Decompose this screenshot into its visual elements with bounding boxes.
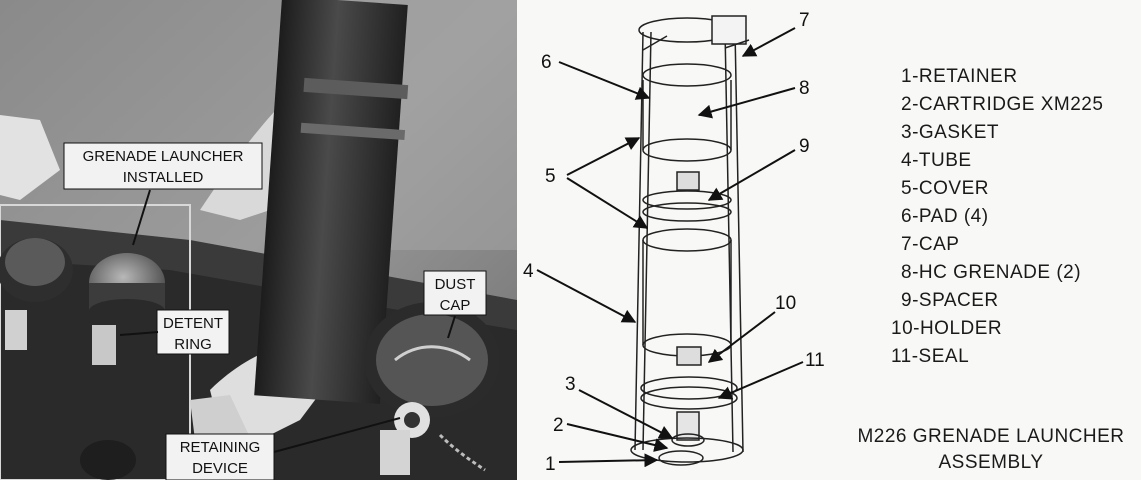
callout-dust-line2: CAP <box>440 297 471 314</box>
caption-line2: ASSEMBLY <box>938 452 1043 473</box>
leader-6 <box>558 61 651 100</box>
leader-1 <box>558 453 659 468</box>
leader-10 <box>707 311 776 363</box>
legend-item: 6-PAD (4) <box>901 206 989 227</box>
leader-9 <box>707 149 796 201</box>
leader-4 <box>536 269 637 323</box>
holder-block <box>676 346 702 366</box>
callout-grenade-line2: INSTALLED <box>123 169 204 186</box>
parts-legend: 1-RETAINER 2-CARTRIDGE XM225 3-GASKET 4-… <box>891 66 1103 367</box>
diagram-panel: 7 6 8 9 5 4 10 11 3 2 1 1-RETAINER 2-CAR… <box>517 0 1141 480</box>
callout-grenade-line1: GRENADE LAUNCHER <box>83 148 244 165</box>
legend-item: 11-SEAL <box>891 346 969 367</box>
seal <box>640 376 738 400</box>
part-number-8: 8 <box>799 78 810 99</box>
leader-7 <box>741 27 796 57</box>
launcher-tube <box>254 0 408 404</box>
part-number-9: 9 <box>799 136 810 157</box>
part-number-4: 4 <box>523 261 534 282</box>
part-number-5: 5 <box>545 166 556 187</box>
callout-box-detent <box>156 309 230 355</box>
callout-box-dust <box>423 270 487 316</box>
leader-8 <box>697 87 796 119</box>
callout-detent-line1: DETENT <box>163 315 223 332</box>
gasket <box>671 433 705 447</box>
tube-left-edge <box>634 31 644 451</box>
callout-detent-line2: RING <box>174 336 212 353</box>
leader-5a <box>566 137 641 176</box>
legend-item: 9-SPACER <box>901 290 999 311</box>
leader-3 <box>578 389 674 439</box>
launcher-assembly-drawing <box>630 15 750 466</box>
legend-item: 10-HOLDER <box>891 318 1002 339</box>
photo-panel: GRENADE LAUNCHER INSTALLED DETENT RING D… <box>0 0 517 480</box>
part-number-11: 11 <box>805 350 825 371</box>
chain <box>438 433 486 472</box>
leader-5b <box>566 177 649 229</box>
assembly-diagram: 7 6 8 9 5 4 10 11 3 2 1 1-RETAINER 2-CAR… <box>523 10 1124 475</box>
callout-dust-line1: DUST <box>435 276 476 293</box>
part-number-2: 2 <box>553 415 564 436</box>
legend-item: 3-GASKET <box>901 122 999 143</box>
retainer <box>658 450 704 466</box>
legend-item: 7-CAP <box>901 234 959 255</box>
leader-2 <box>566 423 669 452</box>
part-number-10: 10 <box>775 293 796 314</box>
callout-box-grenade <box>63 142 263 190</box>
part-number-1: 1 <box>545 454 556 475</box>
legend-item: 2-CARTRIDGE XM225 <box>901 94 1103 115</box>
cap-body <box>711 15 747 45</box>
hc-grenade-lower <box>642 240 732 345</box>
leader-arrows <box>536 27 804 468</box>
leader-retaining <box>273 417 401 453</box>
legend-item: 5-COVER <box>901 178 989 199</box>
pad <box>642 35 668 51</box>
part-number-3: 3 <box>565 374 576 395</box>
callout-retaining-line1: RETAINING <box>180 439 261 456</box>
tube-right-edge <box>734 29 744 453</box>
callout-box-retaining <box>165 433 275 480</box>
part-number-7: 7 <box>799 10 810 31</box>
vehicle-photo: GRENADE LAUNCHER INSTALLED DETENT RING D… <box>0 0 517 480</box>
leader-detent <box>119 331 159 336</box>
leader-dust <box>447 315 456 339</box>
spacer <box>676 171 700 191</box>
callout-retaining-line2: DEVICE <box>192 460 248 477</box>
legend-item: 4-TUBE <box>901 150 972 171</box>
part-number-6: 6 <box>541 52 552 73</box>
legend-item: 1-RETAINER <box>901 66 1018 87</box>
cartridge <box>676 411 700 441</box>
leader-grenade <box>132 189 151 246</box>
caption-line1: M226 GRENADE LAUNCHER <box>857 426 1124 447</box>
leader-11 <box>717 361 804 400</box>
legend-item: 8-HC GRENADE (2) <box>901 262 1081 283</box>
